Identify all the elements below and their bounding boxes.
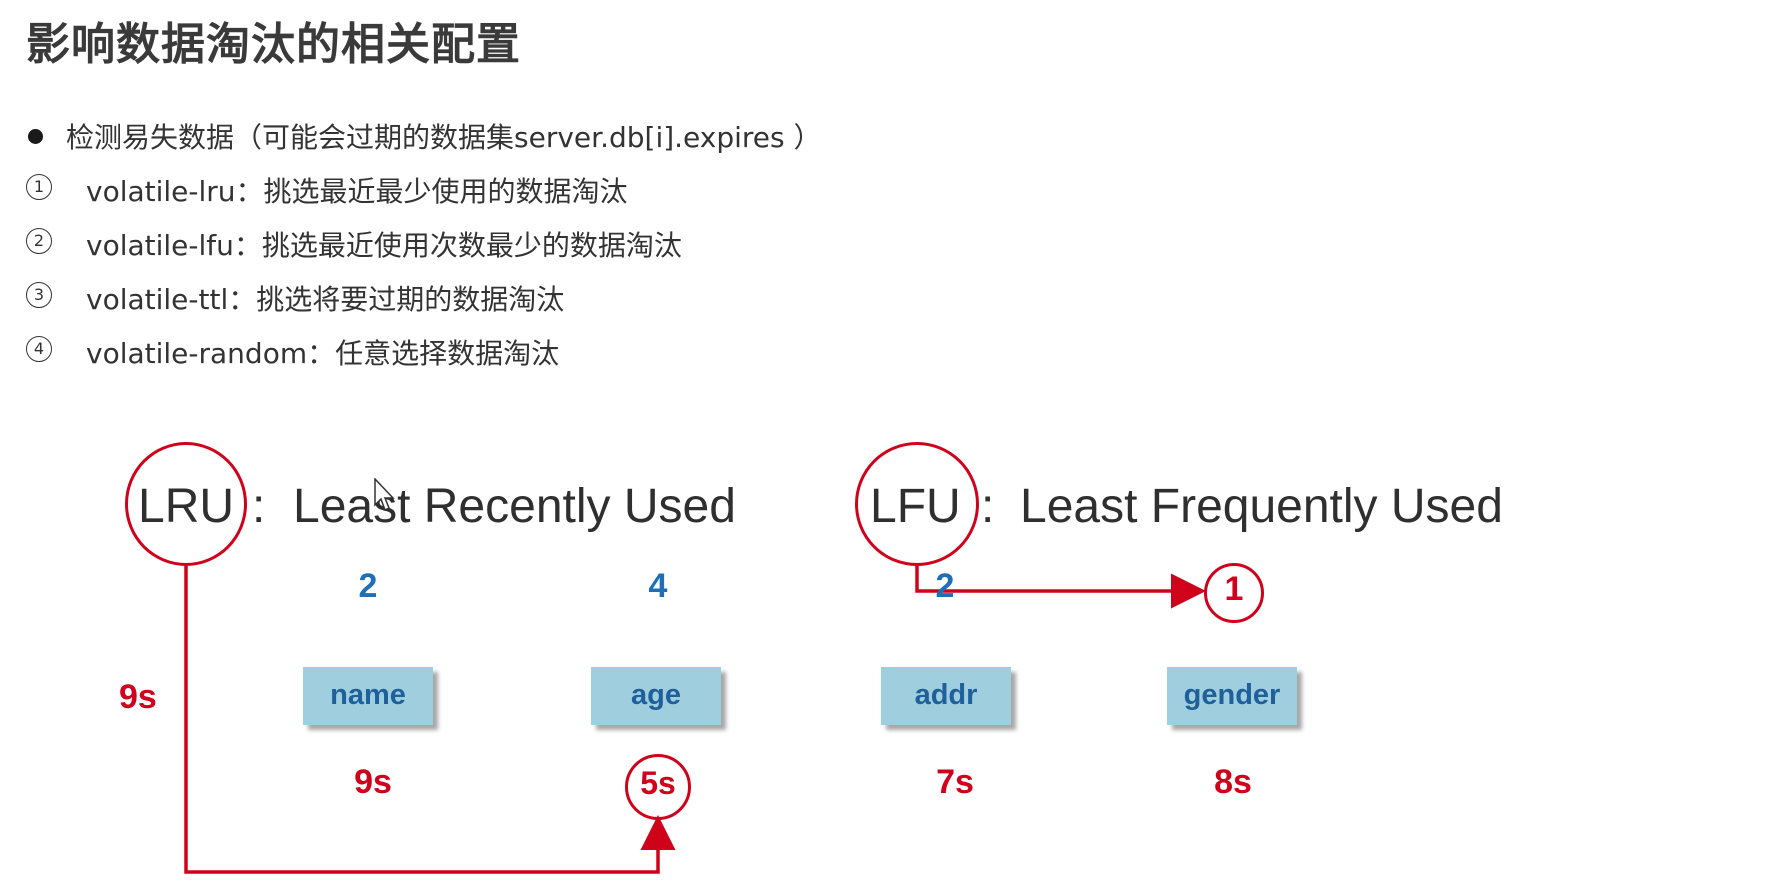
list-item-text: volatile-random：任意选择数据淘汰 [86,337,560,370]
list-item: 1 volatile-lru：挑选最近最少使用的数据淘汰 [26,166,1126,220]
lru-acronym: LRU [138,480,235,533]
list-item-text: volatile-ttl：挑选将要过期的数据淘汰 [86,283,565,316]
lfu-arrow [915,565,1206,609]
circled-number-four-icon: 4 [26,336,52,362]
lfu-pick-ring-icon [1204,563,1264,623]
key-box-name: name [303,667,433,725]
key-count-name: 2 [358,567,378,605]
bullet-icon [28,129,43,144]
key-count-gender: 1 [1224,570,1244,608]
key-time-age: 5s [640,765,676,801]
key-box-gender: gender [1167,667,1297,725]
circled-number-three-icon: 3 [26,282,52,308]
key-box-addr: addr [881,667,1011,725]
key-box-age: age [591,667,721,725]
list-header-text: 检测易失数据（可能会过期的数据集server.db[i].expires ） [66,121,822,154]
config-list: 检测易失数据（可能会过期的数据集server.db[i].expires ） 1… [26,112,1126,382]
lfu-ring-icon [855,442,979,566]
lru-pick-ring-icon [625,754,691,820]
list-header-item: 检测易失数据（可能会过期的数据集server.db[i].expires ） [26,112,1126,166]
lfu-acronym: LFU [870,480,961,533]
mouse-pointer-icon [374,478,395,512]
circled-number-two-icon: 2 [26,228,52,254]
list-item-text: volatile-lfu：挑选最近使用次数最少的数据淘汰 [86,229,682,262]
lru-side-time: 9s [119,678,157,716]
page-title: 影响数据淘汰的相关配置 [26,19,521,70]
key-count-addr: 2 [935,567,955,605]
lfu-colon: : [981,480,995,533]
circled-number-one-icon: 1 [26,174,52,200]
lru-colon: : [252,480,266,533]
lru-ring-icon [125,442,247,566]
key-time-name: 9s [354,763,392,801]
lru-arrow [184,565,676,874]
list-item: 2 volatile-lfu：挑选最近使用次数最少的数据淘汰 [26,220,1126,274]
lfu-full-name: Least Frequently Used [1020,480,1503,533]
list-item: 3 volatile-ttl：挑选将要过期的数据淘汰 [26,274,1126,328]
key-count-age: 4 [648,567,668,605]
list-item: 4 volatile-random：任意选择数据淘汰 [26,328,1126,382]
key-time-gender: 8s [1214,763,1252,801]
lru-full-name: Least Recently Used [293,480,736,533]
key-time-addr: 7s [936,763,974,801]
list-item-text: volatile-lru：挑选最近最少使用的数据淘汰 [86,175,628,208]
